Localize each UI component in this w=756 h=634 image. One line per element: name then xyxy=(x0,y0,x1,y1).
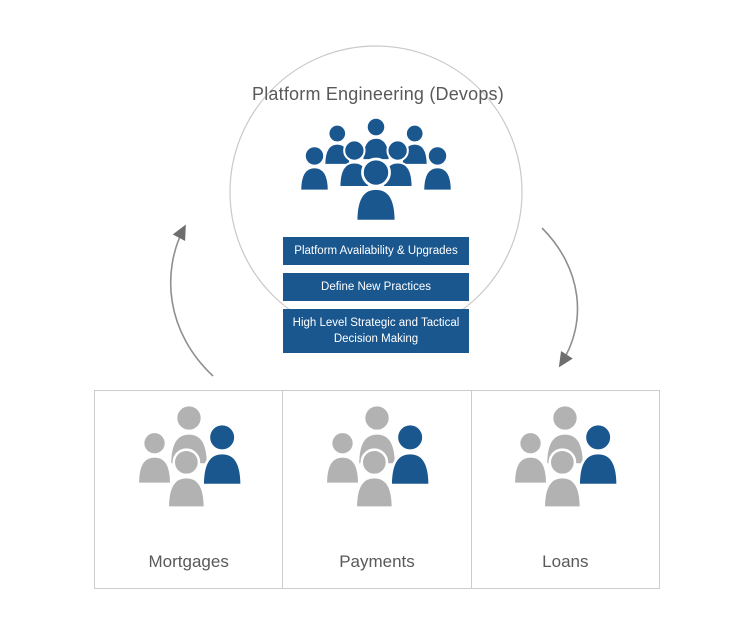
team-box-loans: Loans xyxy=(470,390,660,589)
team-box-payments: Payments xyxy=(282,390,472,589)
responsibility-bar-availability: Platform Availability & Upgrades xyxy=(283,237,469,266)
person-icon xyxy=(361,116,391,161)
responsibility-bars: Platform Availability & Upgrades Define … xyxy=(281,237,471,354)
product-teams-row: Mortgages Payments Loans xyxy=(94,390,660,589)
team-label-loans: Loans xyxy=(542,552,589,571)
person-icon xyxy=(299,145,330,192)
product-team-people-icon xyxy=(324,404,432,509)
team-label-mortgages: Mortgages xyxy=(148,552,229,571)
product-team-people-icon xyxy=(513,404,620,509)
team-label-payments: Payments xyxy=(339,552,415,571)
person-icon xyxy=(354,157,398,223)
platform-team-people-icon xyxy=(299,116,453,223)
responsibility-bar-strategy: High Level Strategic and Tactical Decisi… xyxy=(283,309,469,354)
person-icon xyxy=(166,448,206,509)
responsibility-bar-practices: Define New Practices xyxy=(283,273,469,302)
person-icon xyxy=(354,448,395,509)
product-team-people-icon xyxy=(136,404,243,509)
cycle-arrow-down-icon xyxy=(541,227,579,368)
diagram-title: Platform Engineering (Devops) xyxy=(252,84,504,104)
cycle-arrow-up-icon xyxy=(169,224,214,377)
team-box-mortgages: Mortgages xyxy=(94,390,284,589)
person-icon xyxy=(136,430,172,485)
person-icon xyxy=(324,430,361,485)
person-icon xyxy=(513,430,549,485)
person-icon xyxy=(542,448,583,509)
person-icon xyxy=(422,145,453,192)
